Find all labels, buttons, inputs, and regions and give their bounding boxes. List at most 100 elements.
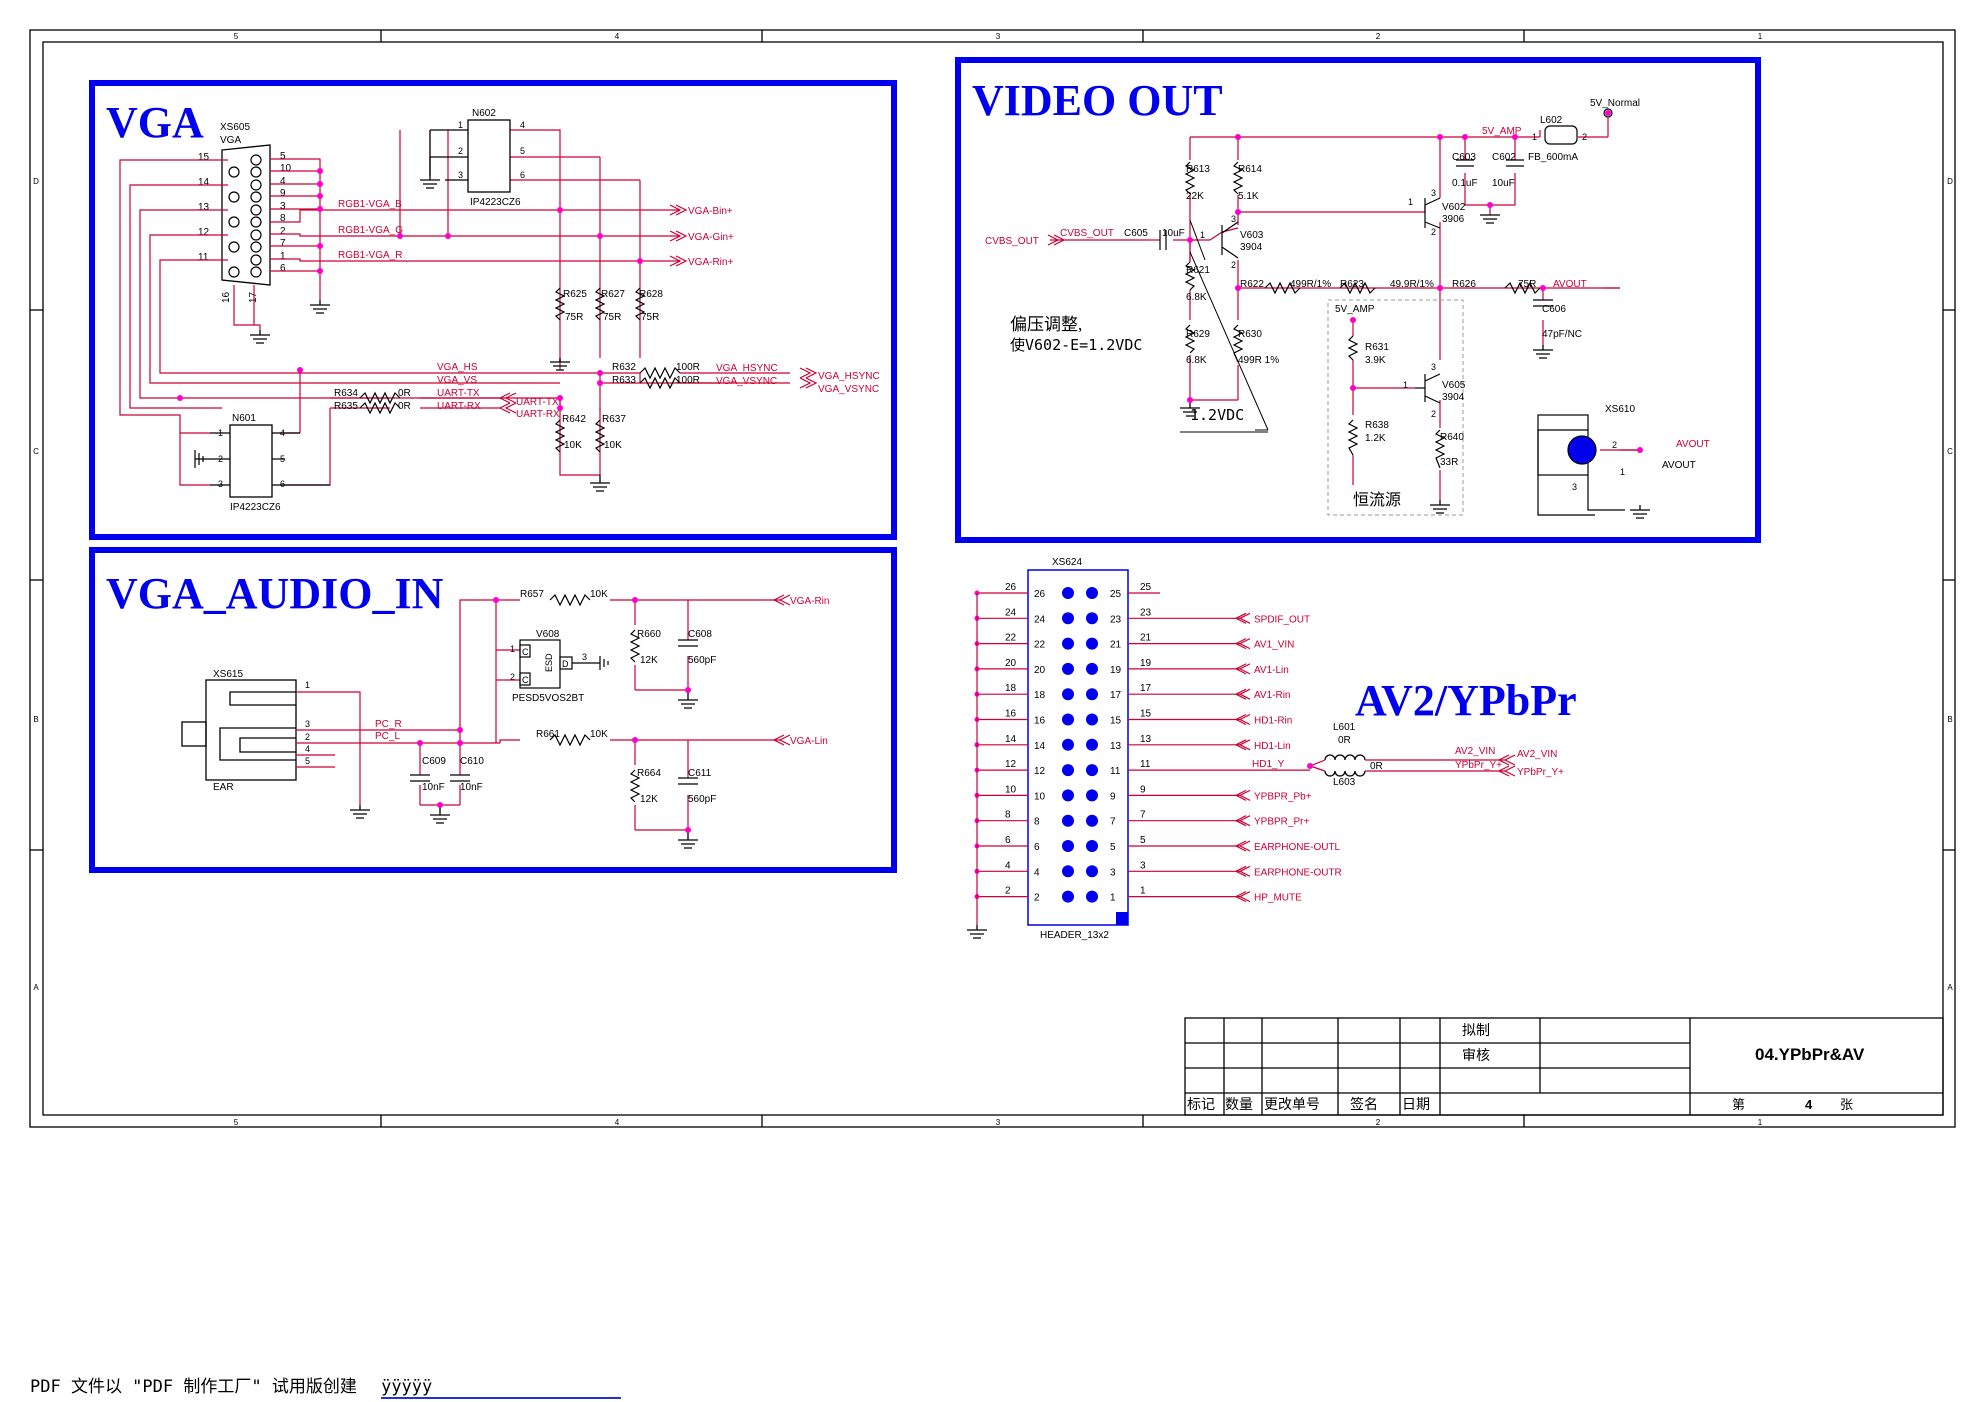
vga-connector-body — [221, 144, 271, 286]
n601-pin: 3 — [218, 479, 223, 489]
header-pin-num: 21 — [1110, 640, 1122, 651]
footer-text: PDF 文件以 "PDF 制作工厂" 试用版创建 — [30, 1377, 357, 1397]
header-outer-num: 4 — [1005, 860, 1011, 871]
net-label: YPbPr_Y+ — [1455, 760, 1502, 771]
header-pin-num: 11 — [1110, 766, 1121, 777]
r664-ref: R664 — [637, 768, 661, 779]
esd-d: D — [562, 659, 569, 669]
jack-pin: 4 — [305, 744, 310, 754]
net-label: CVBS_OUT — [1060, 228, 1114, 239]
c610-value: 10nF — [460, 782, 483, 793]
r623-ref: R623 — [1340, 279, 1364, 290]
header-pin-num: 20 — [1034, 665, 1046, 676]
header-signal: HD1_Y — [1252, 759, 1285, 770]
col-label: 4 — [615, 1118, 620, 1127]
r657-ref: R657 — [520, 589, 544, 600]
offpage-label: AV2_VIN — [1517, 749, 1557, 760]
c603-ref: C603 — [1452, 152, 1476, 163]
header-pin-num: 8 — [1034, 817, 1040, 828]
c609-value: 10nF — [422, 782, 445, 793]
header-pin-num: 7 — [1110, 817, 1116, 828]
n602-pin: 1 — [458, 120, 463, 130]
header-signal: SPDIF_OUT — [1254, 614, 1310, 625]
offpage-arrow — [1234, 612, 1251, 624]
vga-pins — [228, 154, 262, 278]
n601-pin: 6 — [280, 479, 285, 489]
offpage-arrow — [1234, 663, 1251, 675]
r614-ref: R614 — [1238, 164, 1262, 175]
header-pin-dot — [1062, 738, 1074, 751]
r661-value: 10K — [590, 729, 608, 740]
header-pin-dot — [1086, 814, 1098, 827]
vga-pin-label: 13 — [198, 202, 210, 213]
footer-link[interactable]: ÿÿÿÿÿ — [381, 1377, 622, 1399]
c610-ref: C610 — [460, 756, 484, 767]
vga-pin-label: 3 — [280, 201, 286, 212]
net-label: UART-RX — [437, 401, 481, 412]
offpage-arrow — [1234, 865, 1251, 877]
esd-c: C — [522, 675, 529, 685]
header-outer-num: 18 — [1005, 683, 1017, 694]
r623-value: 49.9R/1% — [1390, 279, 1434, 290]
offpage-arrow — [1234, 688, 1251, 700]
vga-pin-label: 7 — [280, 238, 286, 249]
row-label: B — [33, 715, 38, 724]
header-pin-dot — [1062, 890, 1074, 903]
header-outer-num: 15 — [1140, 709, 1152, 720]
ground-symbol — [967, 925, 987, 939]
header-pin-num: 4 — [1034, 867, 1040, 878]
vga-pin-label: 9 — [280, 188, 286, 199]
header-pin-num: 18 — [1034, 690, 1046, 701]
row-label: C — [33, 447, 39, 456]
header-outer-num: 6 — [1005, 835, 1011, 846]
header-pin-dot — [1086, 688, 1098, 701]
header-pin-dot — [1086, 713, 1098, 726]
net-label: AVOUT — [1553, 279, 1587, 290]
header-pin-dot — [1086, 587, 1098, 599]
av2-inductors — [1324, 754, 1366, 777]
r627-ref: R627 — [601, 289, 625, 300]
sheet-number: 4 — [1805, 1097, 1813, 1112]
r627-value: 75R — [603, 312, 621, 323]
vga-frame — [89, 80, 897, 540]
offpage-arrow — [1234, 840, 1251, 852]
r631-value: 3.9K — [1365, 355, 1386, 366]
header-body — [1027, 569, 1129, 926]
n602-pin: 3 — [458, 170, 463, 180]
r628-ref: R628 — [639, 289, 663, 300]
header-pin-dot — [1086, 865, 1098, 878]
header-signal: EARPHONE-OUTR — [1254, 867, 1342, 878]
n602-pin: 5 — [520, 146, 525, 156]
header-pin-num: 3 — [1110, 867, 1116, 878]
r613-ref: R613 — [1186, 164, 1210, 175]
header-pin-num: 16 — [1034, 716, 1046, 727]
r640-value: 33R — [1440, 457, 1458, 468]
pdf-footer: PDF 文件以 "PDF 制作工厂" 试用版创建 ÿÿÿÿÿ — [30, 1372, 622, 1399]
header-signal: HP_MUTE — [1254, 893, 1302, 904]
v605-value: 3904 — [1442, 392, 1465, 403]
n602-pin: 6 — [520, 170, 525, 180]
video-components — [1159, 108, 1625, 516]
vga-pin-label: 12 — [198, 227, 210, 238]
header-pin-dot — [1062, 840, 1074, 852]
xs610-name: AVOUT — [1662, 460, 1696, 471]
header-pin-num: 12 — [1034, 766, 1046, 777]
header-pin-dot — [1062, 713, 1074, 726]
row-label: C — [1947, 447, 1953, 456]
xs615-ref: XS615 — [213, 669, 243, 680]
transistor-pin: 2 — [1431, 409, 1436, 419]
amp-label: 5V_AMP — [1335, 304, 1375, 315]
r626-ref: R626 — [1452, 279, 1476, 290]
c602-ref: C602 — [1492, 152, 1516, 163]
header-pin-dot — [1086, 738, 1098, 751]
v603-value: 3904 — [1240, 242, 1263, 253]
col-label: 4 — [615, 32, 620, 41]
jack-pin: 2 — [305, 732, 310, 742]
header-pin-num: 17 — [1110, 690, 1122, 701]
header-pin-dot — [1086, 764, 1098, 777]
transistor-pin: 3 — [1431, 188, 1436, 198]
r642-value: 10K — [564, 440, 582, 451]
offpage-label: UART-RX — [516, 409, 560, 420]
